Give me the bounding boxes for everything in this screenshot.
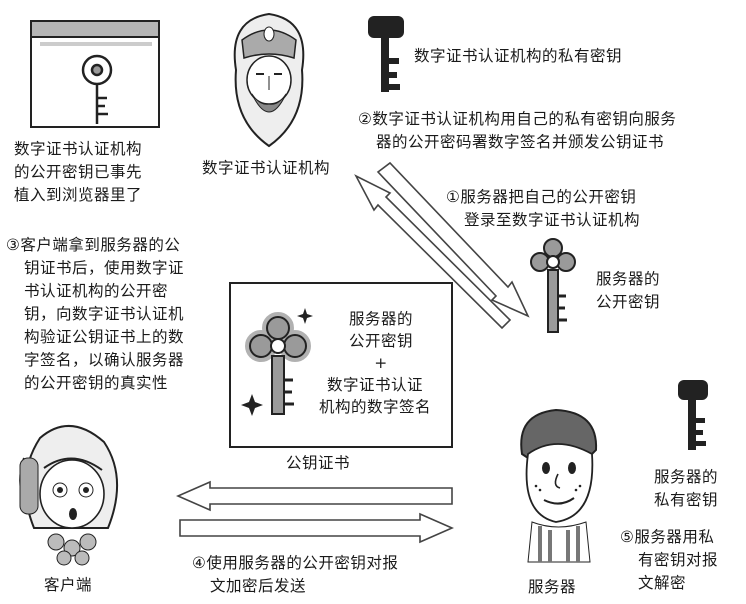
step5-line: 有密钥对报 (620, 549, 718, 572)
step4-line: ④使用服务器的公开密钥对报 (192, 552, 398, 575)
step3-line: 字签名，以确认服务器 (6, 349, 184, 372)
step3-line: 构验证公钥证书上的数 (6, 326, 184, 349)
server-person-icon (506, 404, 610, 564)
step1-line: 登录至数字证书认证机构 (446, 209, 640, 232)
private-key-icon (676, 378, 710, 452)
cert-line: 服务器的 (319, 308, 443, 330)
step3-line: 书认证机构的公开密 (6, 280, 184, 303)
step5-line: 文解密 (620, 572, 718, 595)
cert-line: 数字证书认证 (301, 374, 449, 396)
public-key-certificate: 服务器的 公开密钥 + 数字证书认证 机构的数字签名 (229, 282, 453, 448)
browser-note-line: 植入到浏览器里了 (14, 184, 142, 207)
ca-person-icon (228, 10, 310, 150)
certificate-label: 公钥证书 (286, 452, 350, 475)
step4-text: ④使用服务器的公开密钥对报 文加密后发送 (192, 552, 398, 598)
step3-text: ③客户端拿到服务器的公 钥证书后，使用数字证 书认证机构的公开密 钥，向数字证书… (6, 234, 184, 395)
server-label: 服务器 (528, 576, 576, 599)
browser-note: 数字证书认证机构 的公开密钥已事先 植入到浏览器里了 (14, 138, 142, 207)
step3-line: 的公开密钥的真实性 (6, 372, 184, 395)
server-public-key-line: 公开密钥 (596, 291, 660, 314)
arrow-client-to-server (180, 514, 452, 542)
step5-text: ⑤服务器用私 有密钥对报 文解密 (620, 526, 718, 595)
server-public-key-line: 服务器的 (596, 268, 660, 291)
ca-label: 数字证书认证机构 (202, 157, 330, 180)
server-private-key-line: 服务器的 (654, 466, 718, 489)
step2-line: 器的公开密码署数字签名并颁发公钥证书 (358, 131, 676, 154)
cert-line: 机构的数字签名 (301, 396, 449, 418)
public-key-icon (528, 236, 578, 336)
cert-line: + (319, 352, 443, 374)
step2-text: ②数字证书认证机构用自己的私有密钥向服务 器的公开密码署数字签名并颁发公钥证书 (358, 108, 676, 154)
step3-line: 钥，向数字证书认证机 (6, 303, 184, 326)
step3-line: 钥证书后，使用数字证 (6, 257, 184, 280)
server-public-key-label: 服务器的 公开密钥 (596, 268, 660, 314)
browser-note-line: 的公开密钥已事先 (14, 161, 142, 184)
step2-line: ②数字证书认证机构用自己的私有密钥向服务 (358, 108, 676, 131)
browser-window-icon (30, 20, 160, 128)
step3-line: ③客户端拿到服务器的公 (6, 234, 184, 257)
step1-text: ①服务器把自己的公开密钥 登录至数字证书认证机构 (446, 186, 640, 232)
client-label: 客户端 (44, 574, 92, 597)
browser-note-line: 数字证书认证机构 (14, 138, 142, 161)
arrow-server-to-client (178, 482, 452, 510)
ca-private-key-label: 数字证书认证机构的私有密钥 (414, 45, 622, 68)
server-private-key-line: 私有密钥 (654, 489, 718, 512)
server-private-key-label: 服务器的 私有密钥 (654, 466, 718, 512)
step1-line: ①服务器把自己的公开密钥 (446, 186, 640, 209)
cert-line: 公开密钥 (319, 330, 443, 352)
private-key-icon (365, 14, 407, 96)
step5-line: ⑤服务器用私 (620, 526, 718, 549)
client-person-icon (10, 418, 130, 568)
step4-line: 文加密后发送 (192, 575, 398, 598)
